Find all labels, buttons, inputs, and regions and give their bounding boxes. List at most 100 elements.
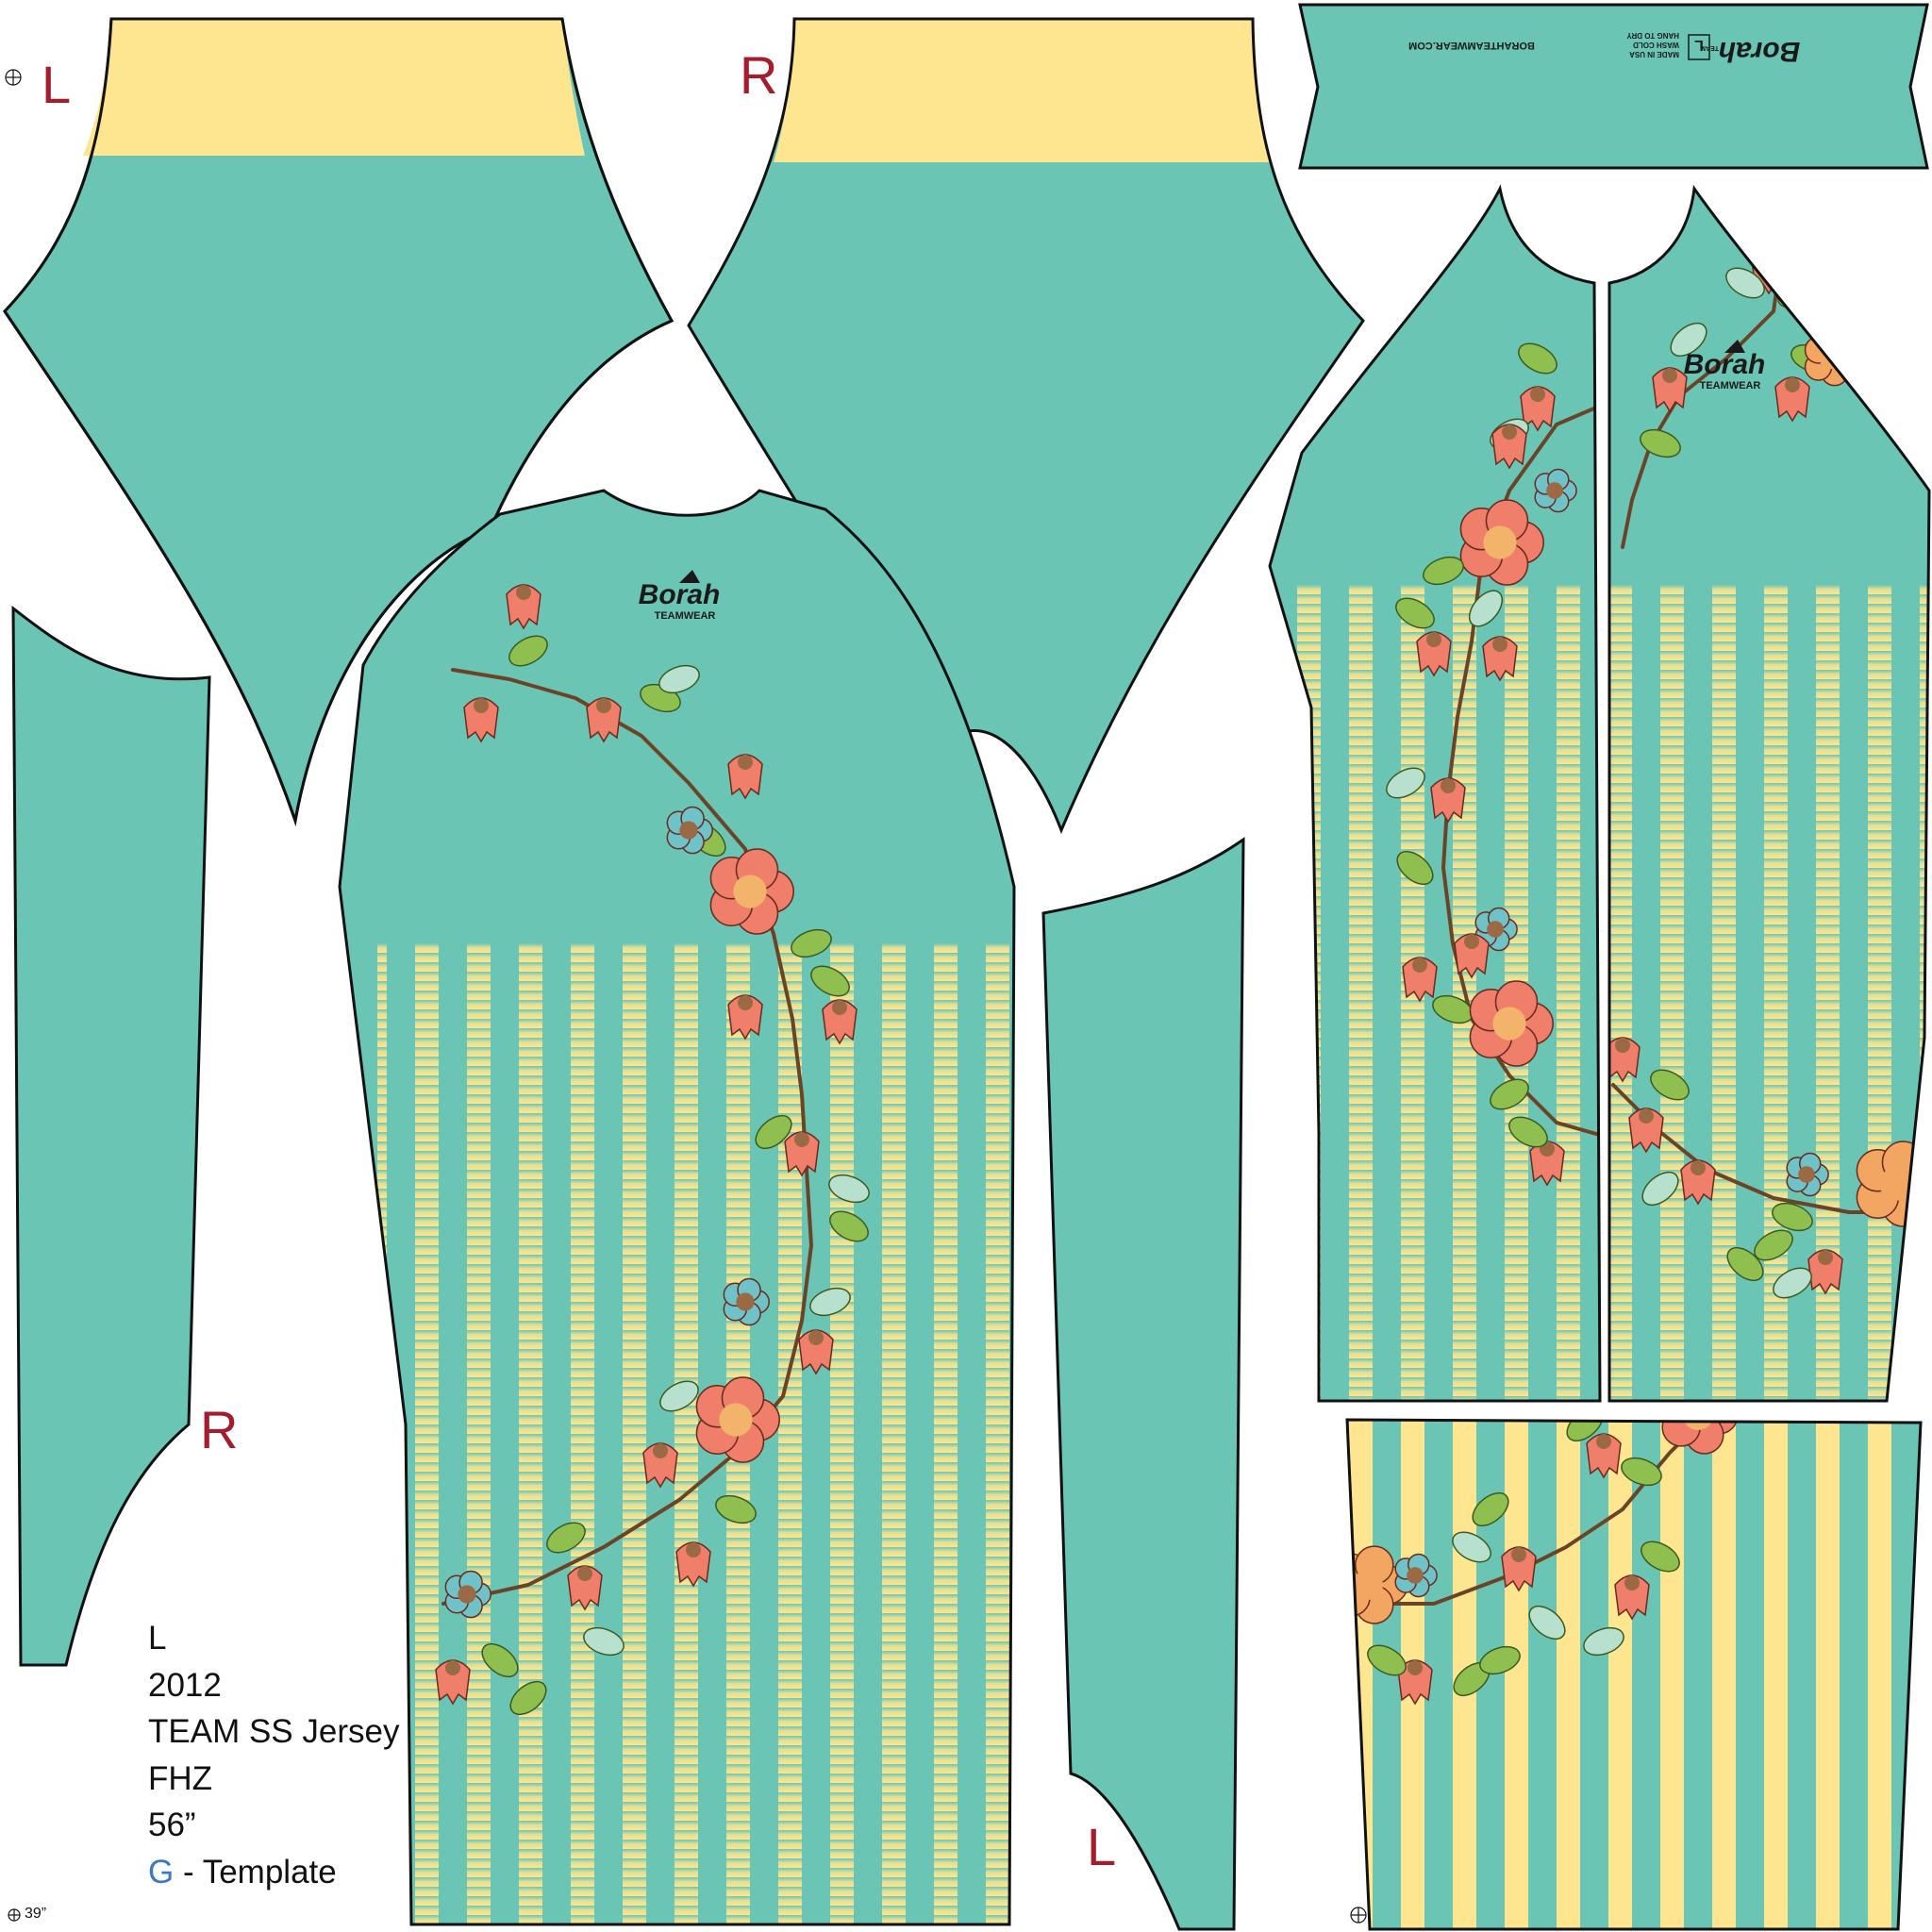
flower-center [1353,1570,1383,1600]
bud-shape [675,1541,711,1588]
leaf-shape [583,1626,625,1657]
collar-piece [1298,3,1929,170]
bud-center [653,1443,668,1458]
spec-year: 2012 [148,1666,222,1704]
bud-shape [1586,1433,1622,1479]
leaf-shape [791,928,832,958]
bud-center [1662,368,1677,383]
leaf-shape [829,1210,869,1242]
bud-shape [1774,376,1810,423]
bud-center [1412,958,1427,973]
bud-shape [784,1131,820,1177]
bud-center [1511,1547,1526,1562]
side-panel-right [1041,837,1245,1931]
bud-center [1785,377,1800,392]
waist-stripe [1868,1420,1891,1929]
bud-center [445,1660,460,1675]
bud-shape [727,754,763,800]
back-logo: Borah TEAMWEAR [1684,340,1765,391]
bud-shape [642,1442,678,1489]
waist-stripe [1816,1420,1840,1929]
bud-center [1624,1575,1640,1591]
bud-center [1407,1660,1423,1675]
registration-mark-bottom-right [1350,1907,1367,1924]
flower-center [1407,1567,1424,1584]
registration-mark-top [5,69,22,86]
bud-shape [1609,1037,1641,1083]
flower-center [1546,482,1563,499]
collar-tag-line-3: HANG TO DRY [1626,31,1679,40]
bud-shape [1628,1108,1664,1154]
vine-stem [1357,1423,1700,1606]
spec-template-text: - Template [174,1853,337,1890]
waist-stripe [1660,1420,1684,1929]
spec-size: L [148,1620,167,1657]
bud-shape [1430,777,1466,824]
collar-tag-size: L [1694,37,1704,53]
sleeve-right-piece [687,17,1365,834]
leaf-shape [1773,1267,1812,1299]
bud-center [686,1542,701,1557]
leaf-shape [810,965,850,997]
bud-shape [1520,386,1556,432]
spec-length: 56” [148,1807,196,1843]
leaf-shape [1621,1457,1662,1487]
flower-center [736,1292,755,1311]
leaf-shape [1583,1626,1624,1657]
flower-center [679,821,698,840]
leaf-shape [508,635,548,667]
spec-info-block: L 2012 TEAM SS Jersey FHZ 56” G - Templa… [148,1615,399,1895]
label-side-panel-left: R [200,1400,239,1459]
leaf-shape [481,1642,519,1678]
back-logo-sub: TEAMWEAR [1700,380,1761,391]
leaf-shape [1528,1605,1566,1641]
waist-stripe [1712,1420,1736,1929]
leaf-shape [1670,322,1707,358]
leaf-shape [1641,1541,1680,1573]
bud-center [577,1566,592,1581]
bud-shape [1807,1249,1843,1295]
leaf-shape [659,1380,699,1412]
bud-center [1615,1038,1630,1053]
sleeve-left-piece [3,17,675,826]
bud-center [1818,1250,1833,1265]
leaf-shape [1725,267,1765,299]
bud-center [596,698,611,713]
leaf-shape [1386,767,1425,799]
waist-stripe [1764,1420,1788,1929]
bud-center [794,1132,809,1147]
spec-g-letter: G [148,1853,175,1890]
bud-center [808,1330,824,1345]
front-logo-brand: Borah [639,579,721,610]
bud-center [474,698,489,713]
flower-center [719,1403,753,1437]
front-panel [338,489,1016,1926]
collar-tag-line-1: MADE IN USA [1629,50,1679,58]
bud-shape [1652,367,1688,413]
bud-shape [1614,1574,1650,1621]
back-panel-left [1268,184,1602,1403]
bud-shape [506,584,541,630]
front-logo-sub: TEAMWEAR [655,610,716,622]
flower-center [458,1585,476,1604]
flower-center [1487,921,1504,938]
spec-template: G - Template [148,1849,399,1896]
waist-stripe [1557,1420,1580,1929]
flower-center [1492,1007,1526,1041]
bud-shape [1501,1546,1537,1592]
waist-stripe [1349,1420,1373,1929]
leaf-shape [509,1680,547,1716]
leaf-shape [1367,1644,1407,1676]
leaf-shape [1472,1491,1509,1527]
leaf-shape [828,1174,870,1204]
leaf-shape [1452,1531,1491,1563]
bud-shape [1680,1159,1716,1206]
collar-website: BORAHTEAMWEAR.COM [1408,40,1535,51]
collar-print: Borah MADE IN USA WASH COLD HANG TO DRY … [1408,31,1800,67]
bud-center [832,1000,847,1015]
leaf-shape [1490,1078,1529,1110]
leaf-shape [1726,1246,1764,1282]
bud-shape [1416,631,1452,677]
leaf-shape [1396,850,1434,886]
leaf-shape [1468,590,1504,627]
